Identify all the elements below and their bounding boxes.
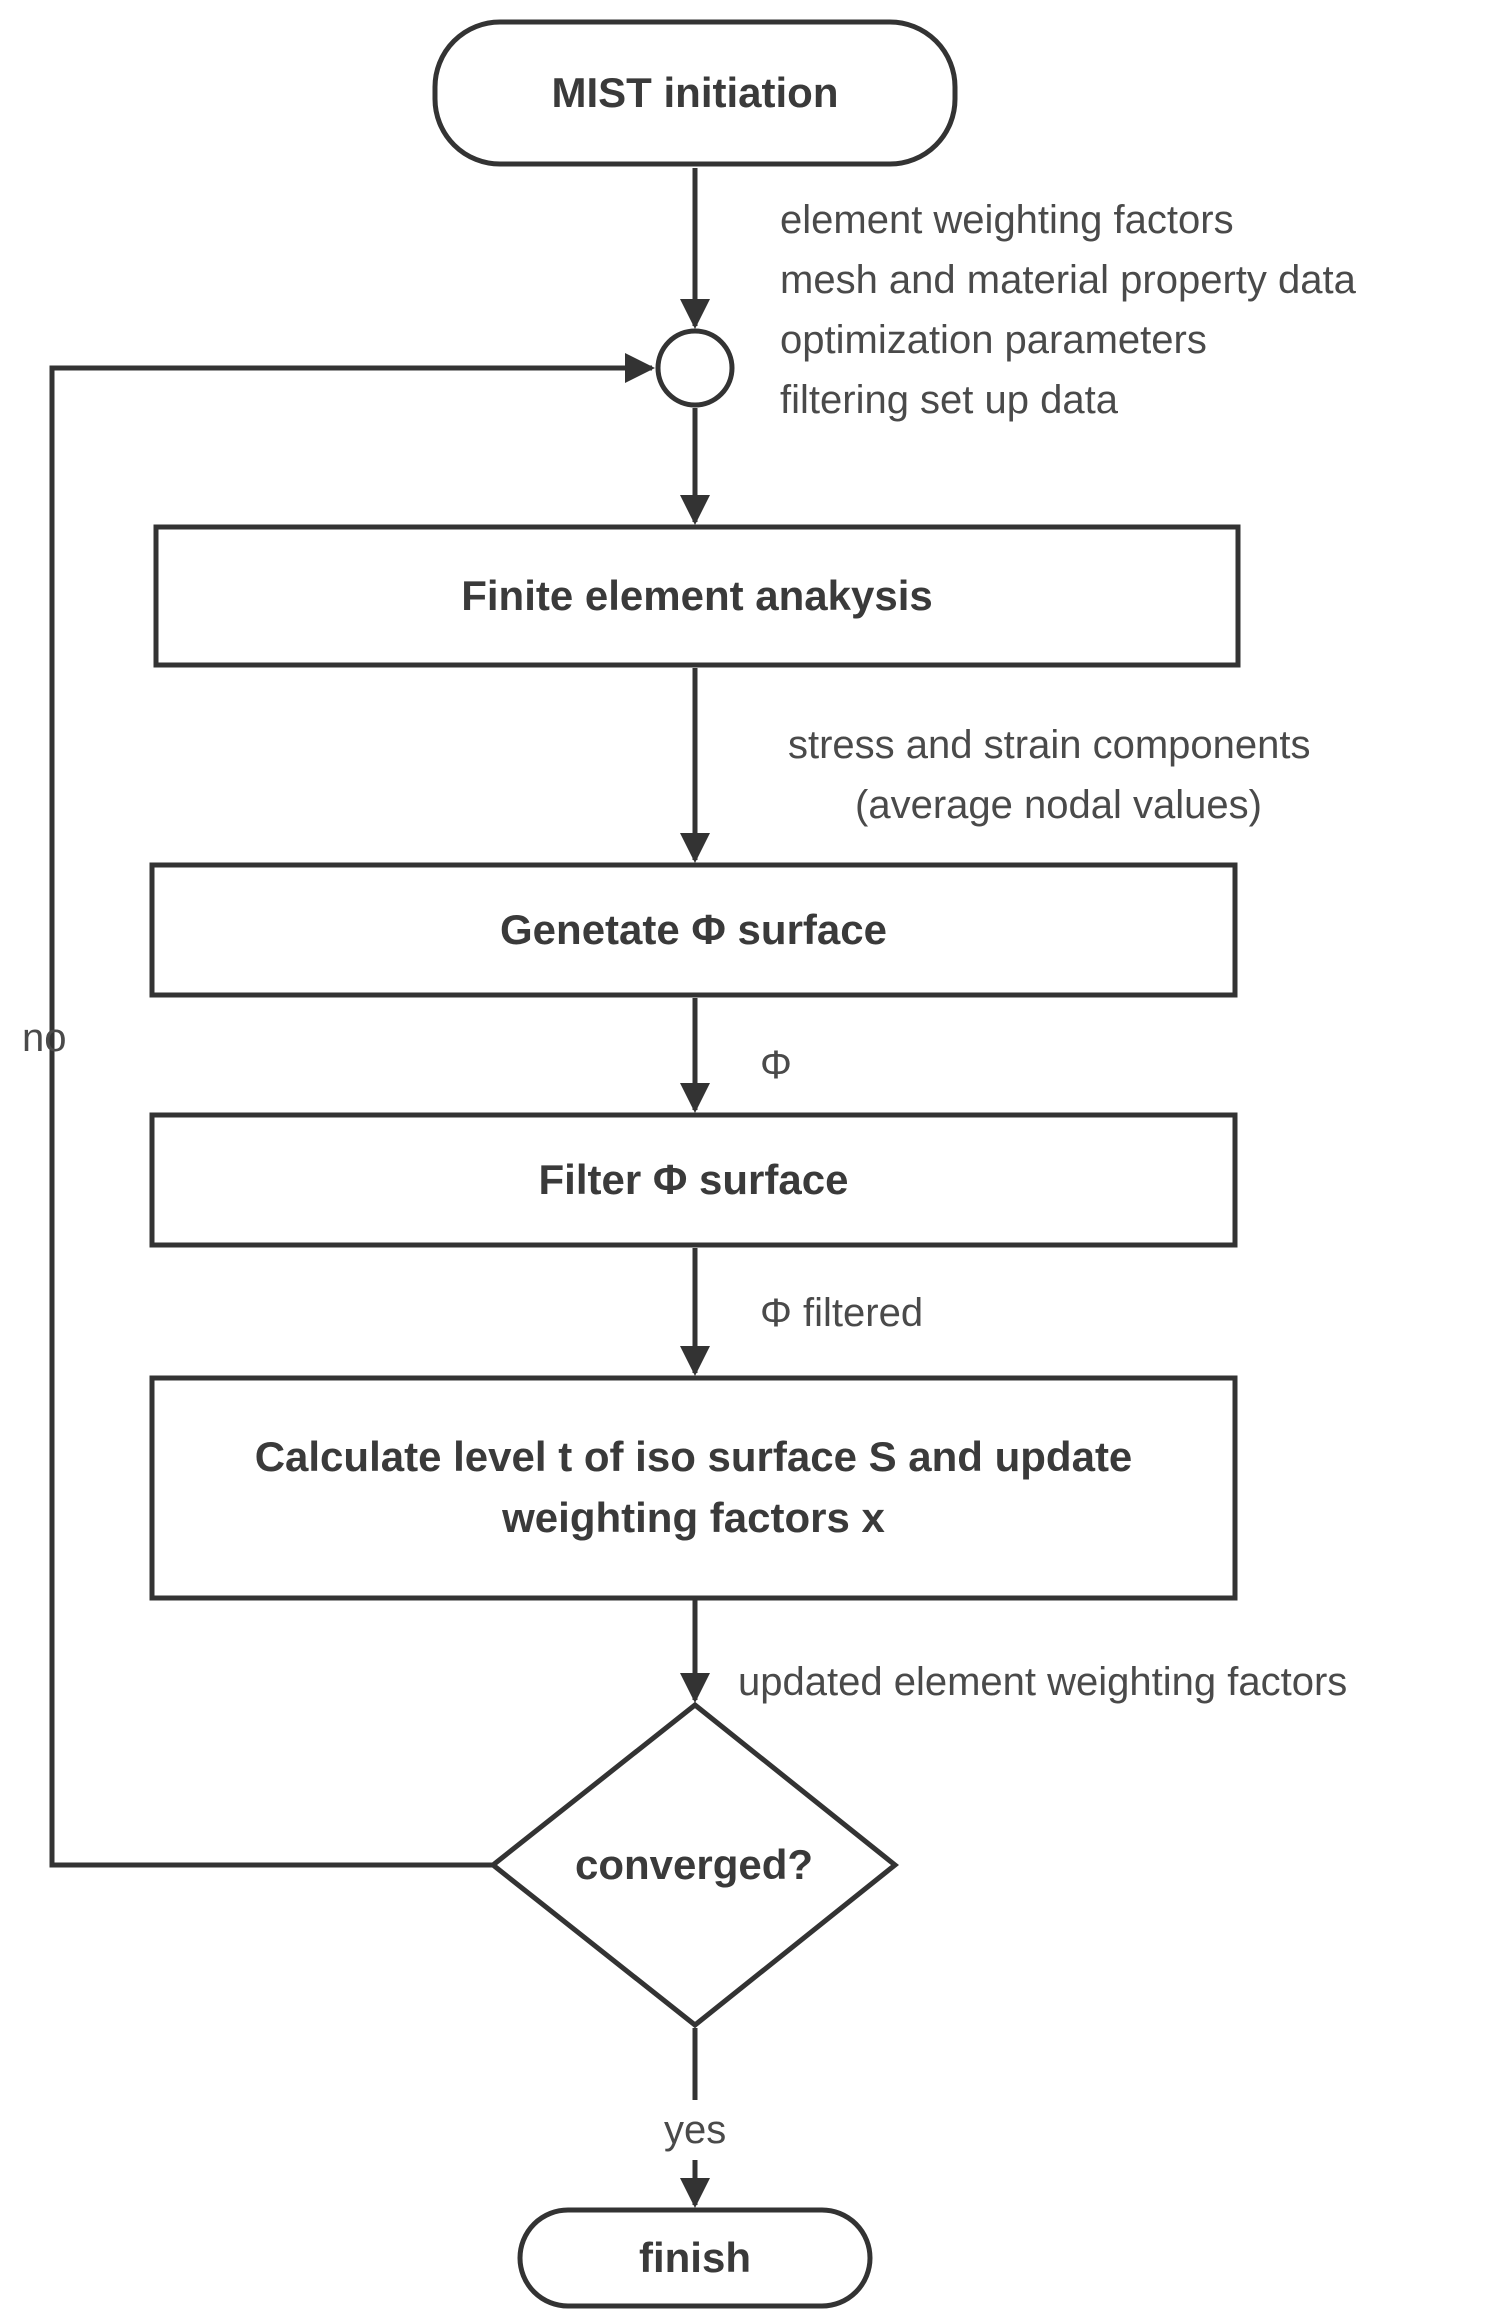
- no-label: no: [22, 1016, 67, 1060]
- calc-label: Calculate level t of iso surface S and u…: [152, 1378, 1235, 1598]
- phi-label: Φ: [760, 1043, 792, 1087]
- generate-box: [149, 862, 1238, 998]
- merge-junction: [655, 328, 735, 408]
- decision-label: converged?: [574, 1840, 814, 1888]
- fea-output-label-2: (average nodal values): [855, 783, 1262, 827]
- yes-label: yes: [660, 2100, 731, 2160]
- calc-label-line-1: Calculate level t of iso surface S and u…: [254, 1433, 1133, 1481]
- phi-filtered-label: Φ filtered: [760, 1291, 924, 1335]
- finish-label: finish: [639, 2233, 751, 2281]
- calc-label-line-2: weighting factors x: [502, 1494, 885, 1541]
- input-label-4: filtering set up data: [780, 378, 1118, 422]
- start-terminal: [432, 19, 958, 167]
- input-label-1: element weighting factors: [780, 198, 1234, 242]
- fea-label: Finite element anakysis: [461, 571, 933, 619]
- filter-label: Filter Φ surface: [538, 1155, 849, 1203]
- fea-box: [153, 524, 1241, 668]
- updated-factors-label: updated element weighting factors: [738, 1660, 1348, 1704]
- filter-box: [149, 1112, 1238, 1248]
- calc-box: [149, 1375, 1238, 1601]
- input-label-3: optimization parameters: [780, 318, 1207, 362]
- fea-output-label-1: stress and strain components: [788, 723, 1311, 767]
- input-label-2: mesh and material property data: [780, 258, 1356, 302]
- finish-terminal: [517, 2207, 873, 2309]
- decision-diamond: [488, 1701, 900, 2029]
- generate-label: Genetate Φ surface: [500, 905, 887, 953]
- arrow-loop-back: [49, 353, 655, 1868]
- start-label: MIST initiation: [551, 68, 839, 116]
